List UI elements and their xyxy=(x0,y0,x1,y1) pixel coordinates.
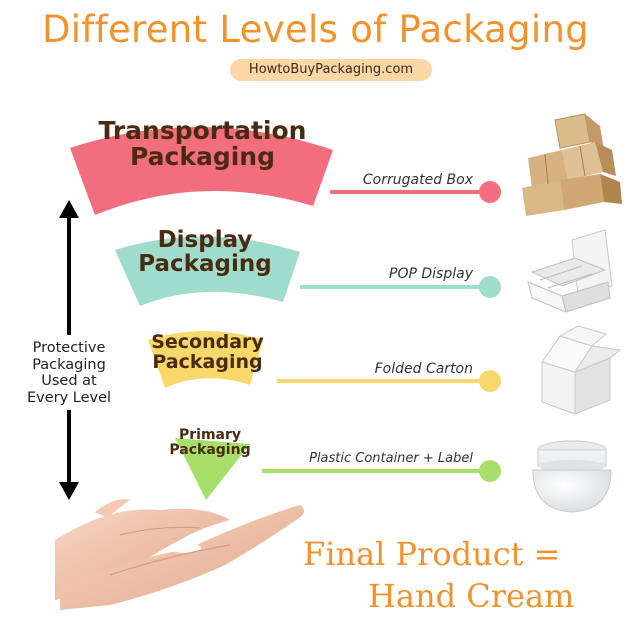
transportation-packaging-label: Transportation Packaging xyxy=(95,116,310,172)
pop-display-stand-icon xyxy=(527,229,613,313)
pop-display-label: POP Display xyxy=(389,266,473,282)
folded-carton-label: Folded Carton xyxy=(374,361,473,377)
plastic-container-label: Plastic Container + Label xyxy=(309,451,473,466)
transportation-band xyxy=(70,126,333,215)
corrugated-box-label: Corrugated Box xyxy=(362,172,473,188)
protective-packaging-note: Protective Packaging Used at Every Level xyxy=(14,340,124,407)
secondary-dot xyxy=(479,370,501,392)
display-line1: Display xyxy=(157,227,253,253)
secondary-line1: Secondary xyxy=(151,331,264,353)
primary-band xyxy=(175,438,250,500)
plastic-cream-jar-icon xyxy=(532,440,612,513)
primary-dot xyxy=(479,460,501,482)
secondary-packaging-label: Secondary Packaging xyxy=(145,331,270,373)
secondary-band xyxy=(148,331,263,388)
final-product-line1: Final Product = xyxy=(303,535,561,573)
display-band xyxy=(115,236,300,306)
stacked-cardboard-boxes-icon xyxy=(522,113,622,216)
transportation-line1: Transportation xyxy=(98,116,307,145)
primary-line2: Packaging xyxy=(169,441,251,458)
website-badge: HowtoBuyPackaging.com xyxy=(230,59,432,81)
final-product-line2: Hand Cream xyxy=(368,577,575,615)
display-packaging-label: Display Packaging xyxy=(125,228,285,276)
transportation-line2: Packaging xyxy=(130,142,275,172)
double-arrow-icon xyxy=(59,200,79,500)
folded-white-carton-icon xyxy=(541,325,622,415)
primary-packaging-label: Primary Packaging xyxy=(160,428,260,457)
page-title: Different Levels of Packaging xyxy=(41,8,590,51)
display-dot xyxy=(479,276,501,298)
transportation-dot xyxy=(479,181,501,203)
side-label-line1: Protective xyxy=(32,340,106,356)
display-line2: Packaging xyxy=(138,251,272,278)
hands-image-icon xyxy=(55,499,305,610)
side-label-line2: Packaging xyxy=(32,356,106,373)
side-label-line3: Used at xyxy=(41,373,97,390)
secondary-line2: Packaging xyxy=(152,350,263,373)
side-label-line4: Every Level xyxy=(26,390,112,407)
primary-line1: Primary xyxy=(178,427,242,443)
